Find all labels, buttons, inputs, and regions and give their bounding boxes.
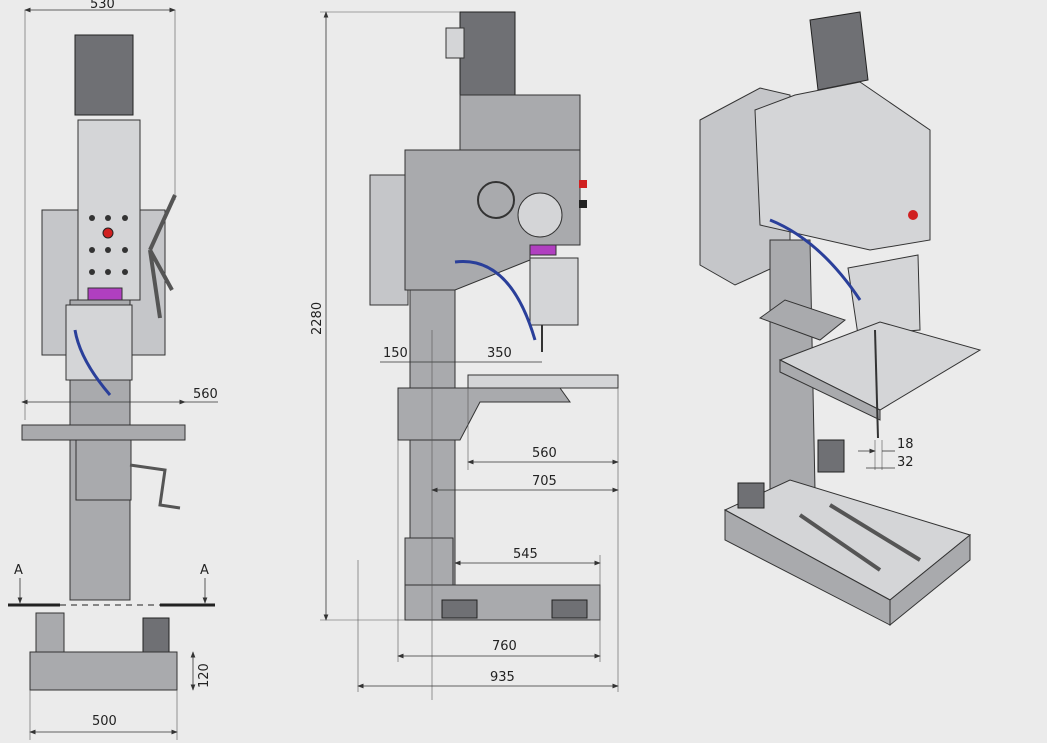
base (29, 651, 178, 691)
coolant-pump (35, 612, 65, 654)
dim-150: 150 (383, 346, 408, 361)
spindle-collar (87, 287, 123, 301)
dim-350: 350 (487, 346, 512, 361)
dim-2280: 2280 (310, 302, 325, 335)
coolant-hose (73, 329, 112, 396)
head (754, 81, 931, 251)
chuck-guard (529, 257, 579, 326)
dim-545: 545 (513, 547, 538, 562)
table-arm (397, 387, 571, 441)
junction-box (445, 27, 465, 59)
table-bracket (75, 439, 132, 501)
dim-500: 500 (92, 714, 117, 729)
chuck-guard (65, 304, 133, 381)
section-marker-left: A (14, 563, 23, 578)
side-view: 2280 150 350 560 705 545 760 935 (310, 11, 619, 700)
front-view: 530 560 A A 120 500 (8, 0, 218, 740)
stop-button (102, 227, 114, 239)
table (21, 424, 186, 441)
lift-mechanism (404, 537, 454, 589)
dim-120: 120 (197, 663, 212, 688)
gearbox-top (459, 94, 581, 151)
dim-32: 32 (897, 455, 914, 470)
electrical-box (369, 174, 409, 306)
table-crank (129, 463, 181, 510)
iso-view: 18 32 (699, 11, 982, 627)
chuck-guard (847, 254, 921, 336)
motor-small (142, 617, 170, 654)
dim-560-front: 560 (193, 387, 218, 402)
dim-530: 530 (90, 0, 115, 12)
dim-18: 18 (897, 437, 914, 452)
dim-560-side: 560 (532, 446, 557, 461)
head (77, 119, 141, 301)
section-marker-right: A (200, 563, 209, 578)
spindle-collar (529, 244, 557, 256)
motor (809, 11, 869, 91)
motor (459, 11, 516, 96)
motor (74, 34, 134, 116)
table-top (467, 374, 619, 389)
dim-705: 705 (532, 474, 557, 489)
coolant-hose (454, 259, 537, 341)
dim-760: 760 (492, 639, 517, 654)
feed-handles (148, 194, 177, 319)
dim-935: 935 (490, 670, 515, 685)
